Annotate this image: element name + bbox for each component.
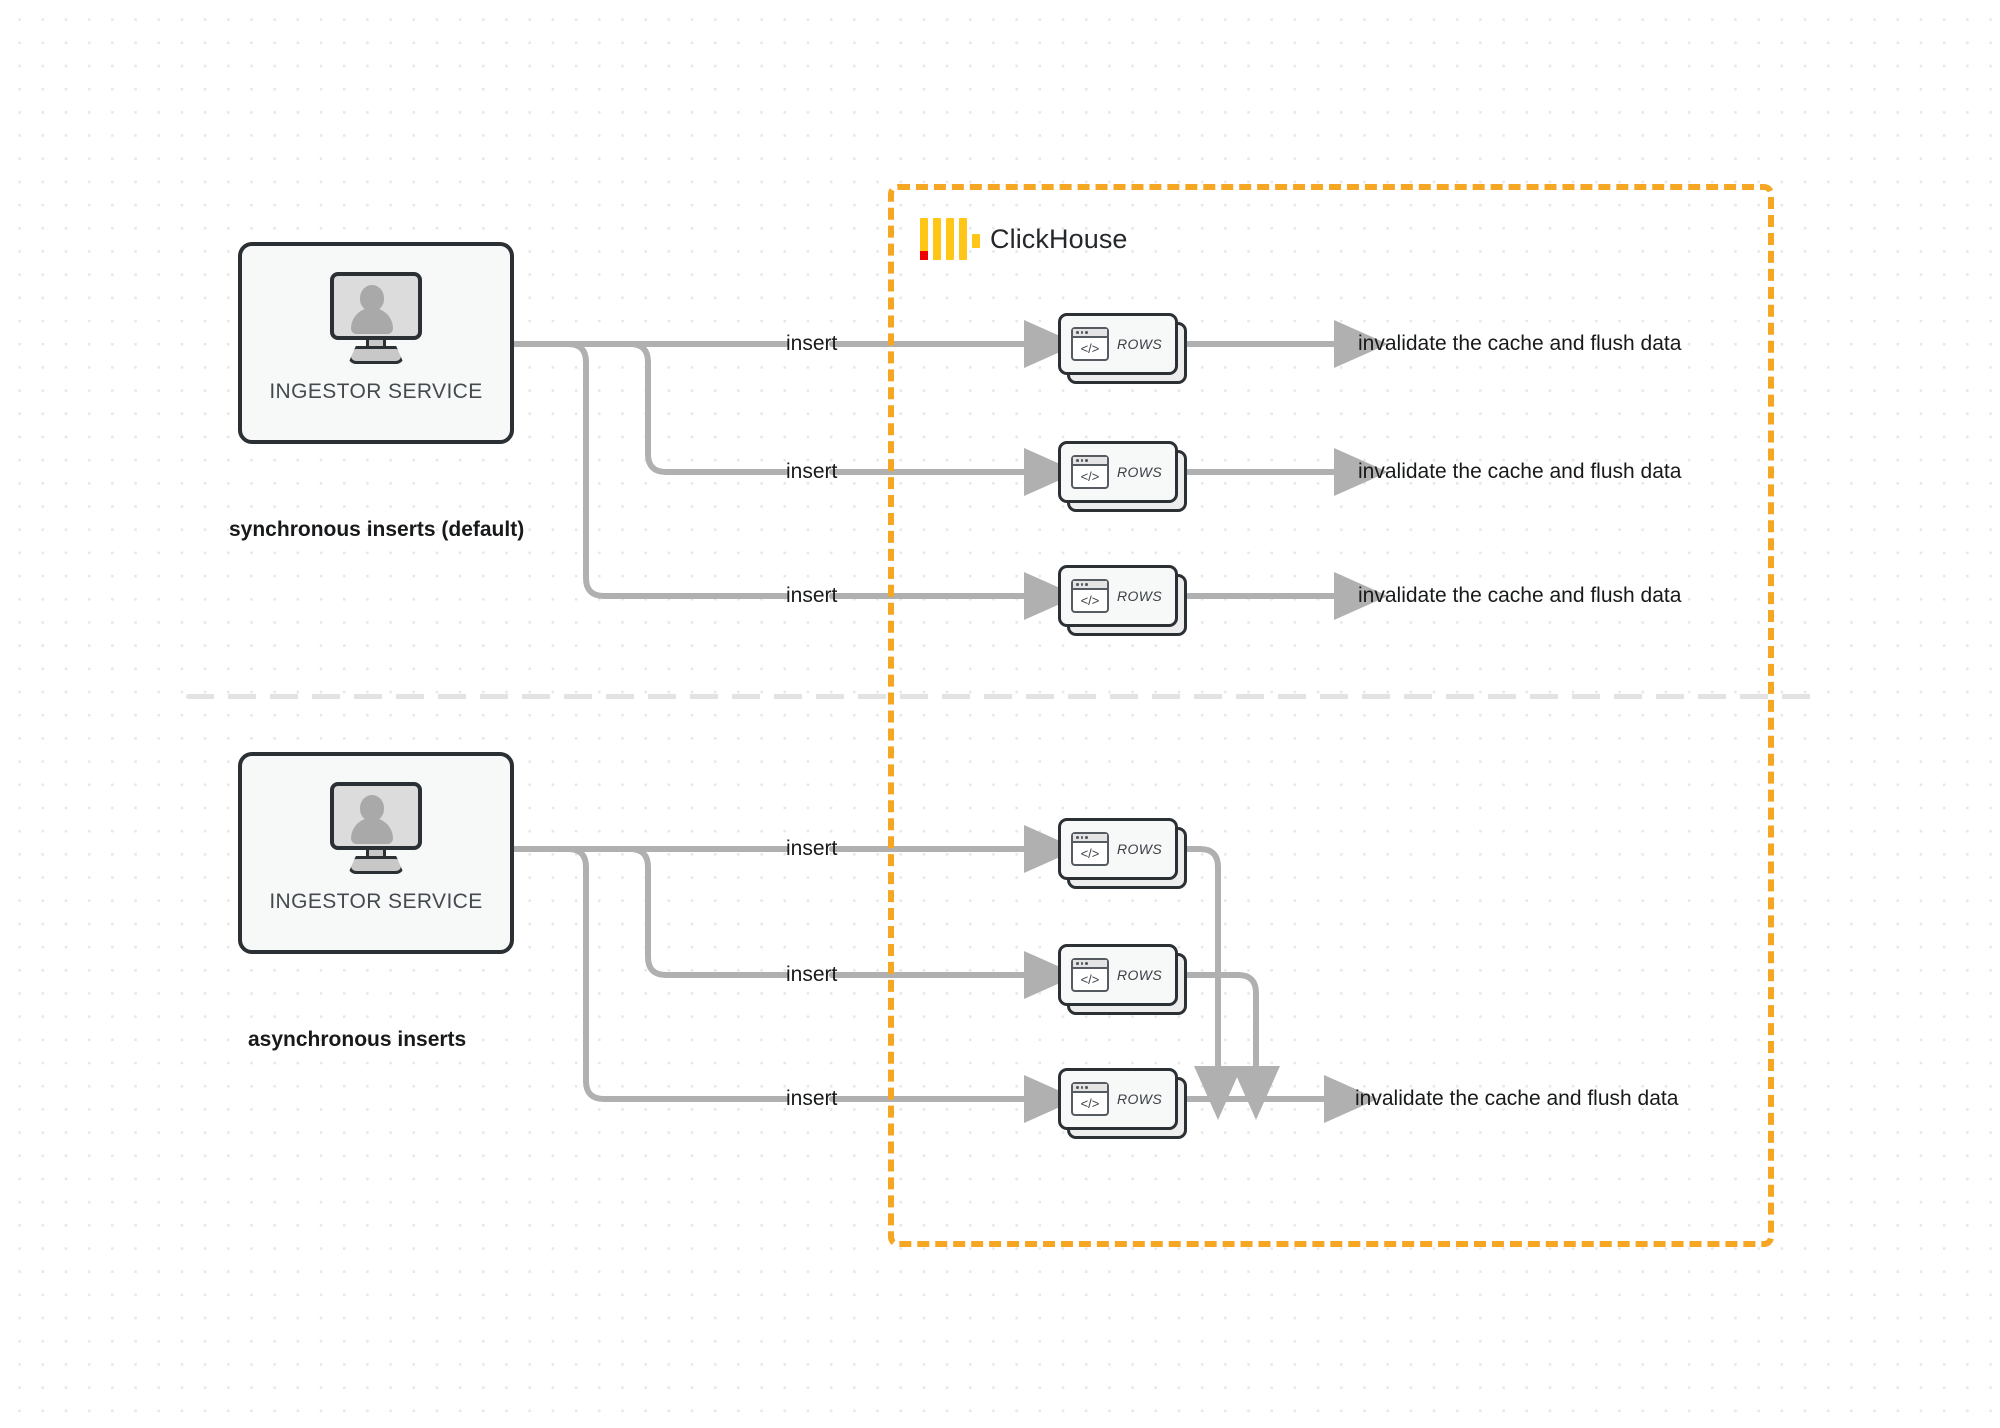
clickhouse-header: ClickHouse bbox=[920, 218, 1128, 260]
outcome-label-async-merged: invalidate the cache and flush data bbox=[1355, 1087, 1679, 1110]
rows-card-async-1[interactable]: </> ROWS bbox=[1058, 818, 1187, 889]
clickhouse-logo bbox=[920, 218, 980, 260]
ingestor-service-sync[interactable]: INGESTOR SERVICE bbox=[238, 242, 514, 444]
insert-label-sync-3: insert bbox=[786, 584, 838, 607]
clickhouse-label: ClickHouse bbox=[990, 223, 1128, 254]
rows-card-sync-1[interactable]: </> ROWS bbox=[1058, 313, 1187, 384]
insert-label-sync-2: insert bbox=[786, 460, 838, 483]
code-window-icon: </> bbox=[1071, 455, 1109, 489]
section-caption-sync: synchronous inserts (default) bbox=[229, 518, 525, 541]
code-window-icon: </> bbox=[1071, 1082, 1109, 1116]
ingestor-service-label: INGESTOR SERVICE bbox=[269, 890, 483, 913]
outcome-label-sync-2: invalidate the cache and flush data bbox=[1358, 460, 1682, 483]
section-caption-async: asynchronous inserts bbox=[248, 1028, 467, 1051]
rows-card-sync-3[interactable]: </> ROWS bbox=[1058, 565, 1187, 636]
rows-card-async-3[interactable]: </> ROWS bbox=[1058, 1068, 1187, 1139]
outcome-label-sync-1: invalidate the cache and flush data bbox=[1358, 332, 1682, 355]
rows-label: ROWS bbox=[1117, 841, 1163, 857]
ingestor-service-label: INGESTOR SERVICE bbox=[269, 380, 483, 403]
insert-label-async-1: insert bbox=[786, 837, 838, 860]
rows-label: ROWS bbox=[1117, 1091, 1163, 1107]
monitor-user-icon bbox=[326, 782, 426, 874]
insert-label-async-2: insert bbox=[786, 963, 838, 986]
insert-label-sync-1: insert bbox=[786, 332, 838, 355]
code-window-icon: </> bbox=[1071, 327, 1109, 361]
code-window-icon: </> bbox=[1071, 958, 1109, 992]
ingestor-service-async[interactable]: INGESTOR SERVICE bbox=[238, 752, 514, 954]
rows-label: ROWS bbox=[1117, 588, 1163, 604]
rows-label: ROWS bbox=[1117, 967, 1163, 983]
outcome-label-sync-3: invalidate the cache and flush data bbox=[1358, 584, 1682, 607]
code-window-icon: </> bbox=[1071, 579, 1109, 613]
insert-label-async-3: insert bbox=[786, 1087, 838, 1110]
code-window-icon: </> bbox=[1071, 832, 1109, 866]
rows-card-sync-2[interactable]: </> ROWS bbox=[1058, 441, 1187, 512]
section-divider bbox=[186, 694, 1816, 699]
rows-label: ROWS bbox=[1117, 464, 1163, 480]
rows-label: ROWS bbox=[1117, 336, 1163, 352]
clickhouse-boundary bbox=[888, 184, 1774, 1247]
rows-card-async-2[interactable]: </> ROWS bbox=[1058, 944, 1187, 1015]
monitor-user-icon bbox=[326, 272, 426, 364]
